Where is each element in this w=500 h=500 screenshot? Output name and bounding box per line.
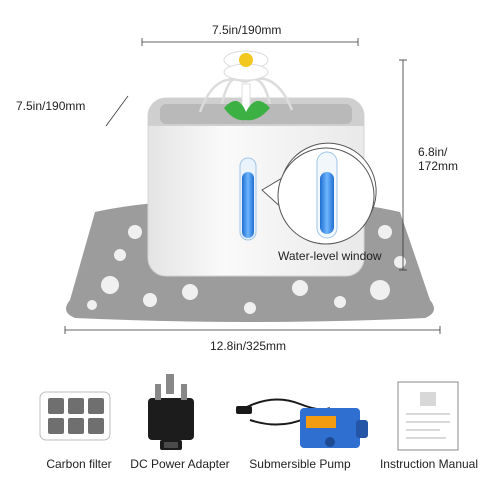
mat-width-label: 12.8in/325mm [210, 339, 287, 353]
power-adapter-icon [148, 374, 194, 450]
water-level-window [239, 157, 257, 241]
top-width-label: 7.5in/190mm [212, 23, 282, 37]
pump-icon [236, 398, 368, 448]
caption-power-adapter: DC Power Adapter [130, 457, 230, 471]
side-depth-label: 7.5in/190mm [16, 99, 86, 113]
carbon-filter-icon [39, 391, 111, 441]
mat-flower-pattern-icon [87, 225, 406, 314]
height-label-line1: 6.8in/ [418, 145, 448, 159]
height-label-line2: 172mm [418, 159, 459, 173]
flower-spout-icon [198, 50, 294, 121]
caption-instruction-manual: Instruction Manual [379, 457, 479, 471]
caption-carbon-filter: Carbon filter [46, 457, 112, 471]
water-level-window-label: Water-level window [278, 249, 382, 263]
caption-submersible-pump: Submersible Pump [249, 457, 351, 471]
manual-icon [397, 381, 459, 451]
water-level-callout [261, 142, 377, 245]
dimension-lines [64, 38, 441, 334]
